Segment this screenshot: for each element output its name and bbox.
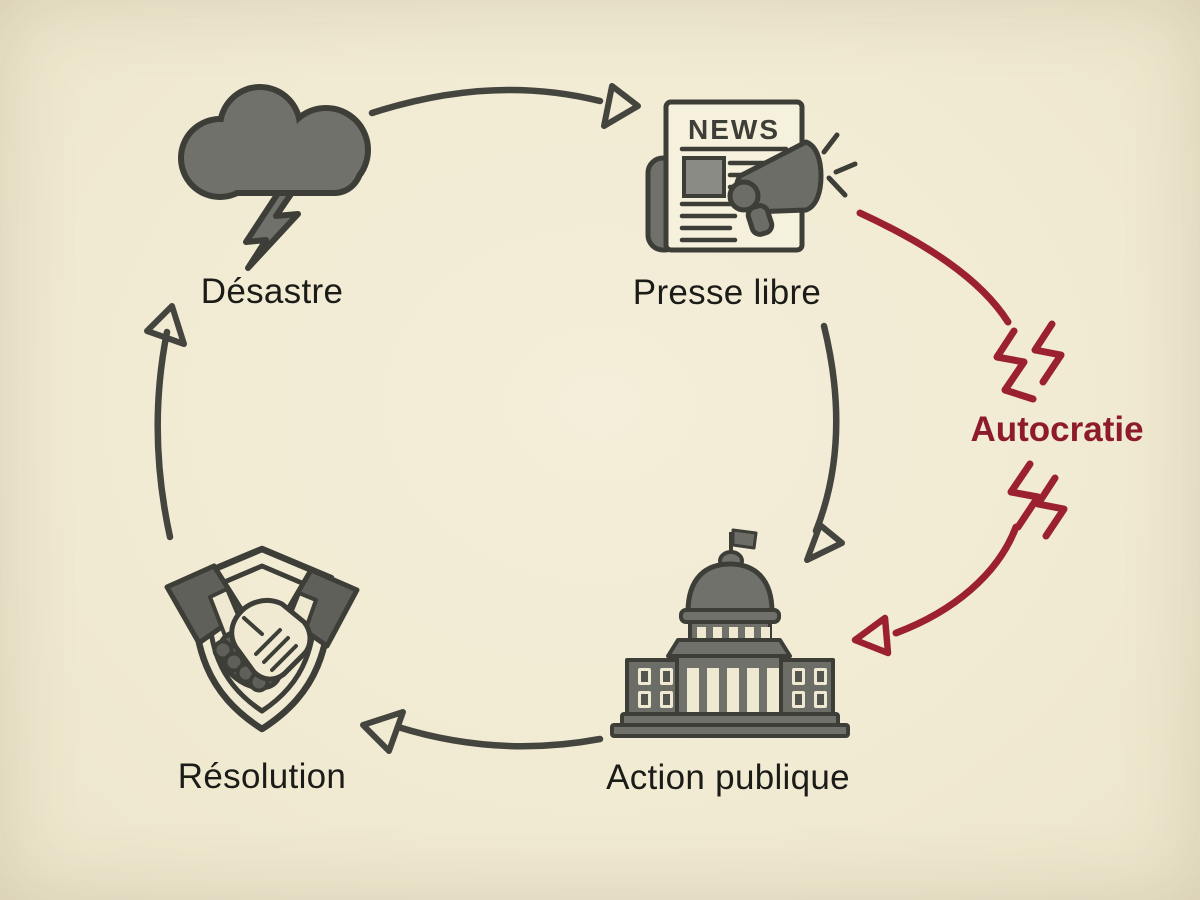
newspaper-headline: NEWS: [688, 114, 780, 145]
megaphone-icon: [727, 132, 858, 237]
cycle-arrows: [144, 83, 845, 754]
handshake-shield-icon: [164, 545, 360, 733]
lightning-break-icon: [1007, 460, 1068, 540]
node-label-desastre: Désastre: [200, 272, 344, 311]
arrowhead-icon: [851, 614, 892, 657]
red-arc-lower: [892, 523, 1020, 637]
dome-columns: [697, 627, 770, 644]
capitol-step: [610, 723, 850, 738]
node-label-action-publique: Action publique: [606, 758, 850, 797]
arrow-desastre-to-presse: [368, 83, 641, 129]
sound-waves-icon: [821, 132, 858, 198]
arrowhead-icon: [601, 83, 641, 129]
newspaper-megaphone-icon: NEWS: [645, 99, 858, 253]
capitol-icon: [610, 528, 850, 738]
node-label-presse-libre: Presse libre: [632, 273, 822, 312]
arrowhead-icon: [804, 522, 845, 563]
arrow-presse-to-action: [804, 322, 845, 563]
arrow-action-to-resolution: [360, 709, 604, 754]
portico-columns: [687, 668, 779, 713]
flag-icon: [731, 528, 758, 550]
wing-windows: [638, 668, 827, 708]
finger-lines: [242, 616, 298, 672]
autocracy-broken-arrow: [851, 209, 1068, 657]
capitol-dome: [685, 561, 775, 615]
disruptor-label-autocratie: Autocratie: [970, 410, 1144, 449]
arrow-resolution-to-desastre: [144, 303, 187, 541]
storm-cloud-icon: [178, 84, 371, 271]
newspaper-photo-block: [682, 156, 726, 198]
lightning-break-icon: [993, 320, 1065, 403]
node-label-resolution: Résolution: [177, 757, 347, 796]
arrowhead-icon: [360, 709, 406, 754]
arrowhead-icon: [144, 303, 187, 347]
red-arc-upper: [856, 209, 1012, 326]
